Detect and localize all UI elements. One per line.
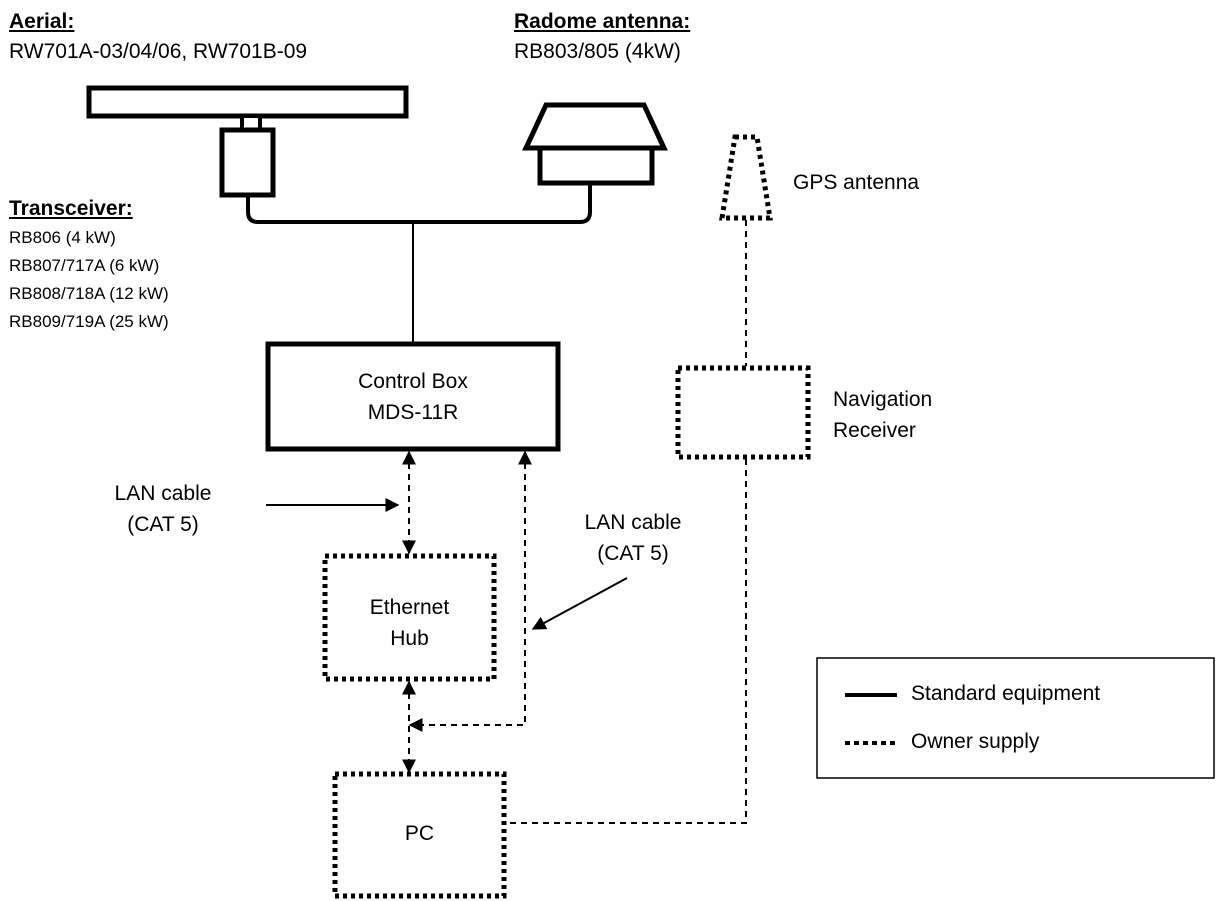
ethernet-hub-line2: Hub [390, 627, 429, 650]
lan-cable-left-line2: (CAT 5) [127, 513, 199, 536]
control-box-line1: Control Box [358, 370, 468, 393]
radome-antenna [522, 102, 668, 186]
control-box [265, 341, 561, 452]
lan-cable-left-line1: LAN cable [114, 482, 212, 505]
aerial-bar [86, 85, 409, 119]
navigation-receiver-line1: Navigation [833, 388, 933, 411]
transceiver-model-4: RB809/719A (25 kW) [9, 312, 169, 331]
pc-label: PC [404, 822, 435, 845]
legend-box [816, 657, 1215, 779]
control-box-label: Control Box MDS-11R [268, 366, 558, 428]
navigation-receiver-box [675, 365, 811, 460]
lan-cable-label-left: LAN cable (CAT 5) [88, 478, 238, 540]
lan-cable-box-pc [408, 450, 532, 732]
ethernet-hub-label: Ethernet Hub [325, 592, 494, 654]
navigation-receiver-label: Navigation Receiver [833, 384, 932, 446]
gps-antenna [719, 134, 773, 221]
transceiver-unit [219, 127, 276, 198]
radome-heading: Radome antenna: [514, 10, 691, 33]
control-box-line2: MDS-11R [367, 401, 459, 424]
gps-antenna-label: GPS antenna [793, 171, 920, 194]
antenna-cable [246, 183, 592, 224]
legend-owner-label: Owner supply [911, 730, 1040, 753]
navigation-receiver-line2: Receiver [833, 419, 916, 442]
lan-cable-label-right: LAN cable (CAT 5) [558, 507, 708, 569]
aerial-models: RW701A-03/04/06, RW701B-09 [9, 40, 308, 63]
lan-cable-right-line1: LAN cable [584, 511, 682, 534]
lan-cable-right-line2: (CAT 5) [597, 542, 669, 565]
legend-standard-label: Standard equipment [911, 682, 1101, 705]
transceiver-model-3: RB808/718A (12 kW) [9, 284, 169, 303]
transceiver-model-1: RB806 (4 kW) [9, 228, 116, 247]
aerial-heading: Aerial: [9, 10, 75, 33]
pc-box [332, 771, 507, 899]
radome-models: RB803/805 (4kW) [514, 40, 681, 63]
lan-label-right-arrow [531, 577, 628, 630]
ethernet-hub-line1: Ethernet [369, 596, 450, 619]
transceiver-heading: Transceiver: [9, 197, 133, 220]
transceiver-model-2: RB807/717A (6 kW) [9, 256, 160, 275]
nav-pc-cable [506, 459, 747, 824]
